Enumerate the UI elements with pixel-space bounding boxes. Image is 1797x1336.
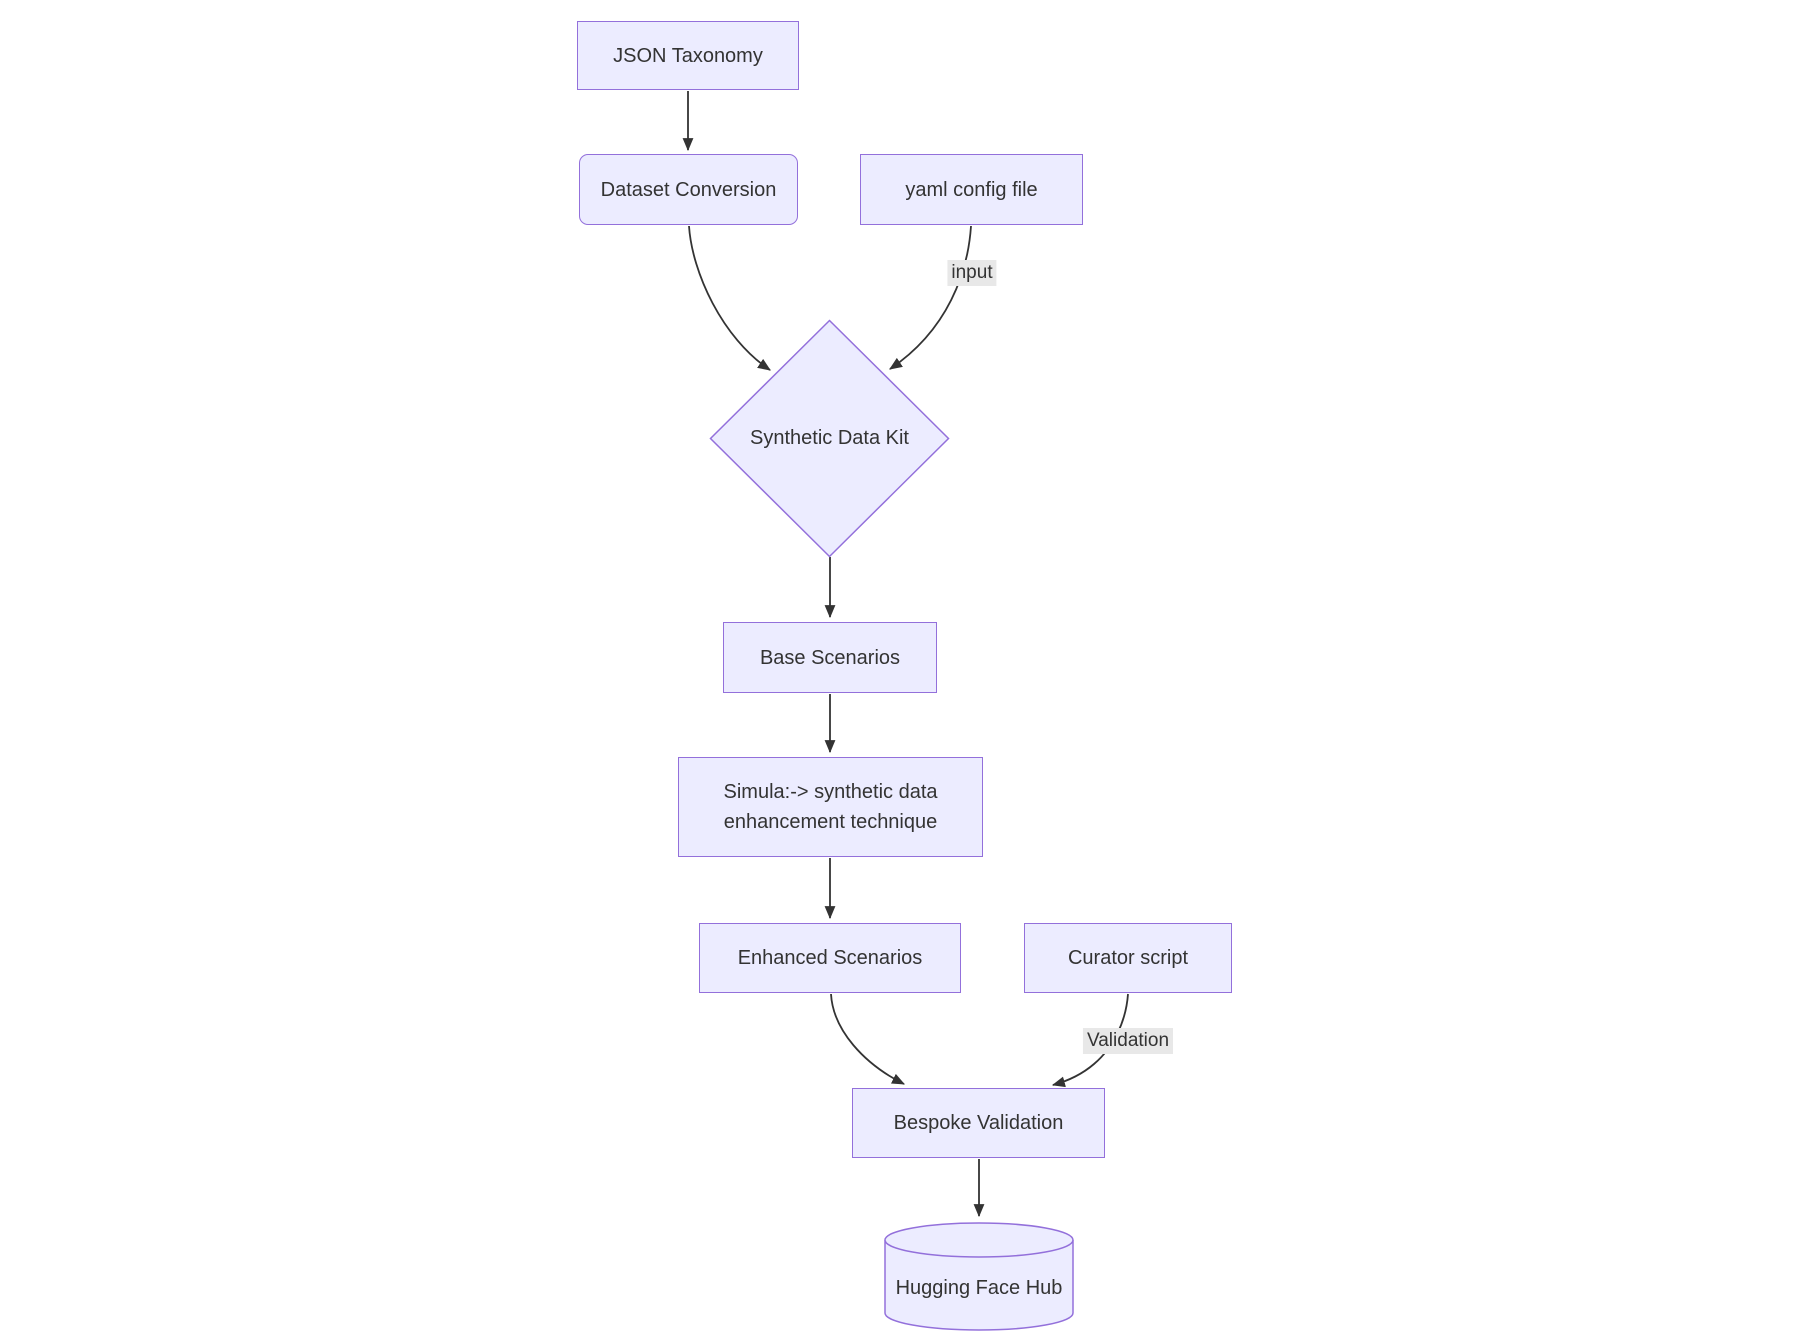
node-label-line1: Simula:-> synthetic data xyxy=(723,781,938,803)
node-label-line2: enhancement technique xyxy=(723,811,938,833)
node-bespoke-validation: Bespoke Validation xyxy=(852,1088,1105,1158)
edge-curator-script-to-bespoke-validation xyxy=(1051,993,1129,1088)
node-simula: Simula:-> synthetic data enhancement tec… xyxy=(678,757,983,857)
edge-label-input: input xyxy=(947,260,997,286)
node-base-scenarios: Base Scenarios xyxy=(723,622,937,693)
node-yaml-config-file: yaml config file xyxy=(860,154,1083,225)
edge-yaml-config-to-synthetic-data-kit xyxy=(889,225,972,370)
edge-label-validation: Validation xyxy=(1082,1028,1174,1054)
node-label: Bespoke Validation xyxy=(893,1112,1064,1134)
node-label: Dataset Conversion xyxy=(600,178,777,201)
node-label: Enhanced Scenarios xyxy=(737,947,923,969)
node-enhanced-scenarios: Enhanced Scenarios xyxy=(699,923,961,993)
node-synthetic-data-kit-shape xyxy=(709,319,950,558)
edge-enhanced-scenarios-to-bespoke-validation xyxy=(830,993,905,1085)
node-label: yaml config file xyxy=(905,178,1038,201)
node-curator-script: Curator script xyxy=(1024,923,1232,993)
node-hugging-face-hub-top xyxy=(884,1222,1074,1258)
node-label: Curator script xyxy=(1067,947,1189,969)
node-label: Base Scenarios xyxy=(759,646,901,669)
node-label: JSON Taxonomy xyxy=(613,44,763,67)
node-hugging-face-hub-body xyxy=(884,1240,1074,1331)
edge-dataset-conversion-to-synthetic-data-kit xyxy=(688,225,771,371)
node-json-taxonomy: JSON Taxonomy xyxy=(577,21,799,90)
node-dataset-conversion: Dataset Conversion xyxy=(579,154,798,225)
